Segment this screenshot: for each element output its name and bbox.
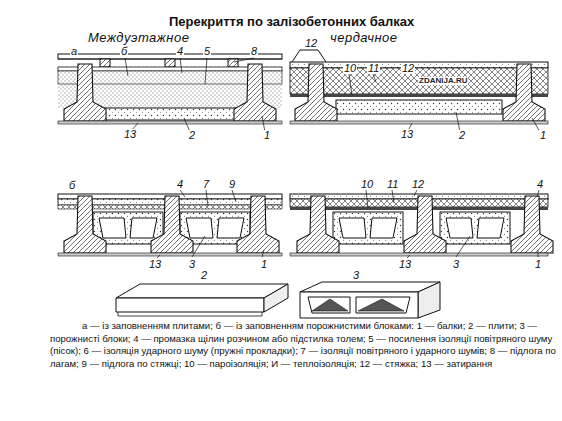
callout-number: 13 [123,129,137,140]
callout-number: 10 [360,179,374,190]
callout-number: 10 [343,63,357,74]
section-b-attic [290,194,553,256]
variant-letter: а [70,46,78,57]
diagram-title: Перекриття по залізобетонних балках [169,14,414,29]
callout-number: 5 [203,46,211,57]
callout-number: 2 [188,130,196,141]
callout-number: 7 [202,179,210,190]
callout-number: 13 [400,129,414,140]
section-b-interfloor [58,194,282,256]
legend-caption: а — із заповненням плитами; б — із запов… [50,320,558,370]
section-a-interfloor [58,54,282,124]
callout-number: 13 [148,259,162,270]
callout-number: б [120,46,128,57]
callout-number: 11 [386,179,399,190]
callout-number: 13 [398,259,412,270]
callout-number: 4 [536,179,544,190]
callout-number: 12 [401,63,415,74]
callout-number: 1 [534,259,542,270]
leader-lines [125,58,540,258]
callout-number: 3 [352,270,360,281]
callout-number: 11 [367,63,380,74]
callout-number: 2 [458,130,466,141]
callout-number: 3 [188,259,196,270]
watermark: ZDANIJA.RU [418,77,468,85]
callout-number: 12 [411,179,425,190]
callout-number: 12 [304,38,318,49]
section-heading: чердачное [328,31,400,44]
block-perspective [300,282,440,318]
callout-number: 8 [250,46,258,57]
callout-number: 1 [539,130,547,141]
section-heading: Междуэтажное [86,31,191,44]
callout-number: 3 [452,259,460,270]
slab-perspective [116,284,288,316]
callout-number: 9 [228,179,236,190]
callout-number: 1 [260,259,268,270]
callout-number: 2 [200,270,208,281]
callout-number: 1 [263,130,271,141]
callout-number: 4 [176,179,184,190]
variant-letter: б [68,180,76,191]
callout-number: 4 [176,46,184,57]
section-a-attic [290,50,548,124]
